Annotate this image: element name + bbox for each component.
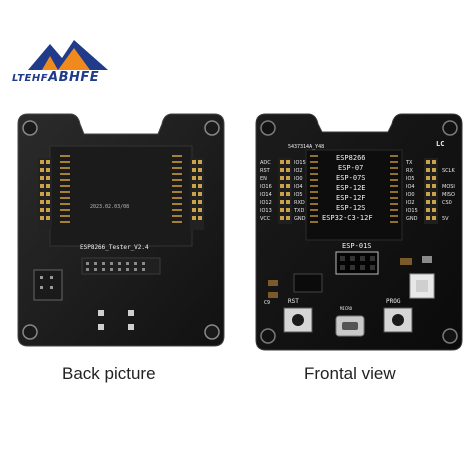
pin-label: MOSI [442,184,455,190]
pin-label: IO5 [294,192,303,198]
pin-label: SCLK [442,168,455,174]
pin-label: IO15 [406,208,418,214]
front-caption: Frontal view [304,364,396,383]
pin-label: RXD [294,200,305,206]
pin-label: CS0 [442,200,452,206]
mountain-icon [28,38,108,75]
pin-label: IO4 [294,184,303,190]
back-caption: Back picture [62,364,156,383]
front-batch-code: 5437314A_Y48 [288,144,325,150]
pin-label: GND [406,216,418,222]
back-board-image: ESP8266_Tester_V2.4 2023.02.03/08 [10,110,232,350]
pin-label: VCC [260,216,271,222]
pin-label: IO4 [406,184,415,190]
front-board-image: 5437314A_Y48 LC ESP8266 ESP-07 ESP-07S E… [250,110,468,355]
model-label-6: ESP-12S [336,204,366,212]
pin-label: ADC [260,160,271,166]
model-label-2: ESP-07 [338,164,364,172]
pin-label: IO2 [406,200,415,206]
brand-name: LTEHFABHFE [12,70,100,85]
pin-label: IO2 [294,168,303,174]
rst-button [284,308,312,332]
prog-label: PROG [386,298,401,305]
pin-label: IO15 [294,160,306,166]
cap-label: C9 [264,300,271,306]
prog-button [384,308,412,332]
pin-label: IO0 [406,192,415,198]
pin-label: TX [406,160,413,166]
module-label: ESP-01S [342,242,372,250]
model-label-3: ESP-07S [336,174,366,182]
pin-label: GND [294,216,306,222]
pin-label: 5V [442,216,449,222]
brand-logo: LTEHFABHFE [8,38,148,88]
rst-label: RST [288,298,299,305]
pin-label: IO0 [294,176,303,182]
model-label-7: ESP32-C3-12F [322,214,373,222]
pin-label: IO5 [406,176,415,182]
pin-label: RST [260,168,270,174]
usb-label: MICRO [340,306,353,311]
micro-usb-port [336,316,364,336]
back-silkscreen-model: ESP8266_Tester_V2.4 [80,244,149,251]
back-silkscreen-serial: 2023.02.03/08 [90,204,130,210]
pin-label: IO12 [260,200,272,206]
model-label-4: ESP-12E [336,184,366,192]
pin-label: IO13 [260,208,272,214]
model-label-5: ESP-12F [336,194,366,202]
front-logo-mark: LC [436,140,445,148]
pin-label: IO14 [260,192,272,198]
model-label-1: ESP8266 [336,154,366,162]
pin-label: EN [260,176,267,182]
pin-label: TXD [294,208,305,214]
pin-label: RX [406,168,413,174]
pin-label: MISO [442,192,455,198]
pin-label: IO16 [260,184,272,190]
